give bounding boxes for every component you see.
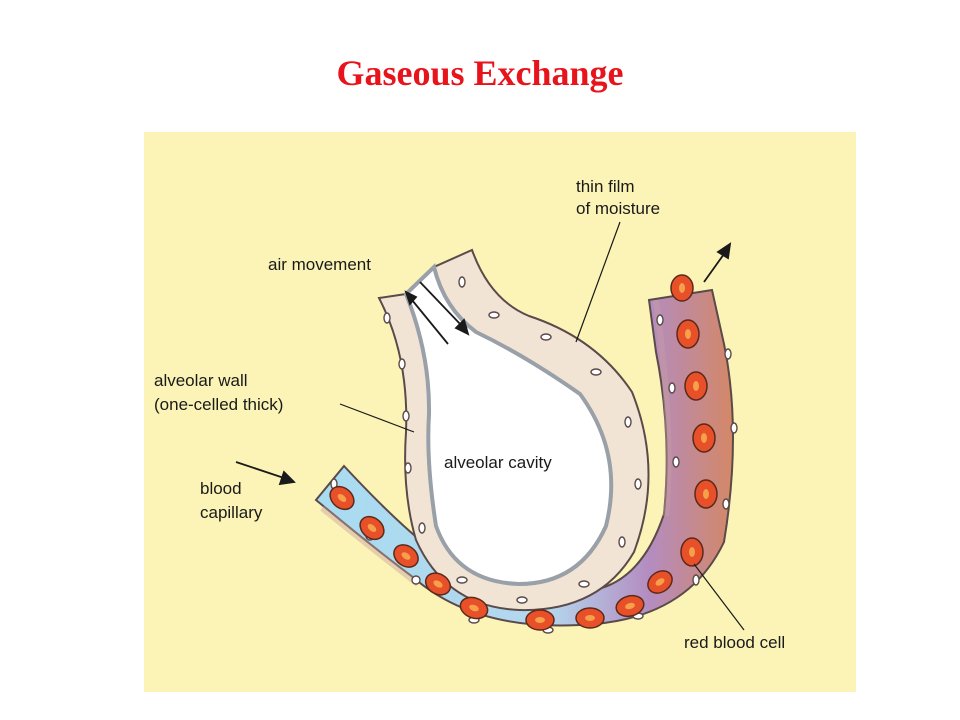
alveolus-diagram: thin film of moisture air movement alveo… — [154, 177, 785, 652]
diagram-panel: thin film of moisture air movement alveo… — [144, 132, 856, 692]
alveolar-cavity — [403, 263, 614, 587]
label-blood-line2: capillary — [200, 503, 263, 522]
label-blood-line1: blood — [200, 479, 242, 498]
blood-flow-in-arrow — [235, 461, 296, 486]
label-alveolar-wall-line1: alveolar wall — [154, 371, 248, 390]
air-movement-arrows — [404, 281, 470, 345]
label-alveolar-cavity: alveolar cavity — [444, 453, 552, 472]
wall-cell-nuclei — [383, 276, 642, 604]
red-blood-cells — [329, 274, 718, 631]
label-moisture-line1: thin film — [576, 177, 635, 196]
label-air-movement: air movement — [268, 255, 371, 274]
slide-title: Gaseous Exchange — [336, 53, 624, 93]
label-moisture-line2: of moisture — [576, 199, 660, 218]
blood-flow-out-arrow — [703, 242, 732, 283]
leader-lines — [339, 221, 745, 631]
label-red-blood-cell: red blood cell — [684, 633, 785, 652]
label-alveolar-wall-line2: (one-celled thick) — [154, 395, 283, 414]
